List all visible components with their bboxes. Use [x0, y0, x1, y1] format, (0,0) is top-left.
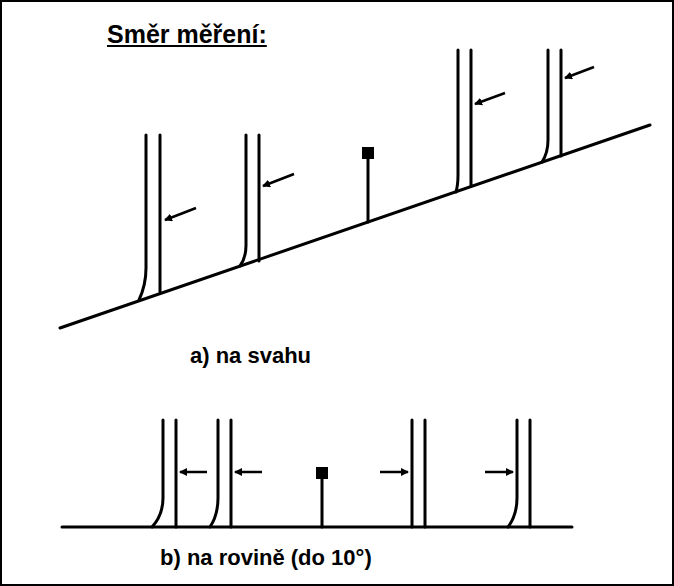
measure-arrow — [263, 174, 294, 186]
tree-trunk — [508, 420, 517, 527]
measure-arrow — [485, 471, 513, 474]
tree-trunk — [240, 135, 246, 266]
tree-trunk — [456, 50, 458, 192]
measure-arrow — [475, 93, 505, 104]
measure-arrow — [380, 471, 408, 474]
tree-trunk — [139, 135, 146, 300]
tree-trunk — [424, 420, 427, 527]
tree-trunk — [230, 420, 233, 527]
tree-trunk — [175, 420, 178, 527]
tree-trunk — [470, 50, 473, 186]
stake — [367, 158, 370, 222]
stake-head — [362, 147, 374, 159]
tree-trunk — [542, 50, 548, 162]
diagram-title: Směr měření: — [107, 20, 267, 49]
tree-trunk — [210, 420, 218, 527]
tree-trunk — [560, 50, 563, 156]
stake — [321, 478, 324, 527]
measure-arrow — [165, 208, 196, 220]
tree-trunk — [258, 135, 261, 261]
stake-head — [316, 467, 328, 479]
tree-trunk — [159, 135, 162, 292]
tree-trunk — [529, 420, 532, 527]
measure-arrow — [180, 471, 207, 474]
tree-trunk — [152, 420, 163, 527]
ground-line — [62, 526, 572, 529]
measure-arrow — [565, 67, 594, 78]
tree-trunk — [411, 420, 414, 527]
figure-caption: a) na svahu — [190, 343, 311, 369]
measure-arrow — [235, 471, 262, 474]
figure-caption: b) na rovině (do 10°) — [160, 545, 372, 571]
